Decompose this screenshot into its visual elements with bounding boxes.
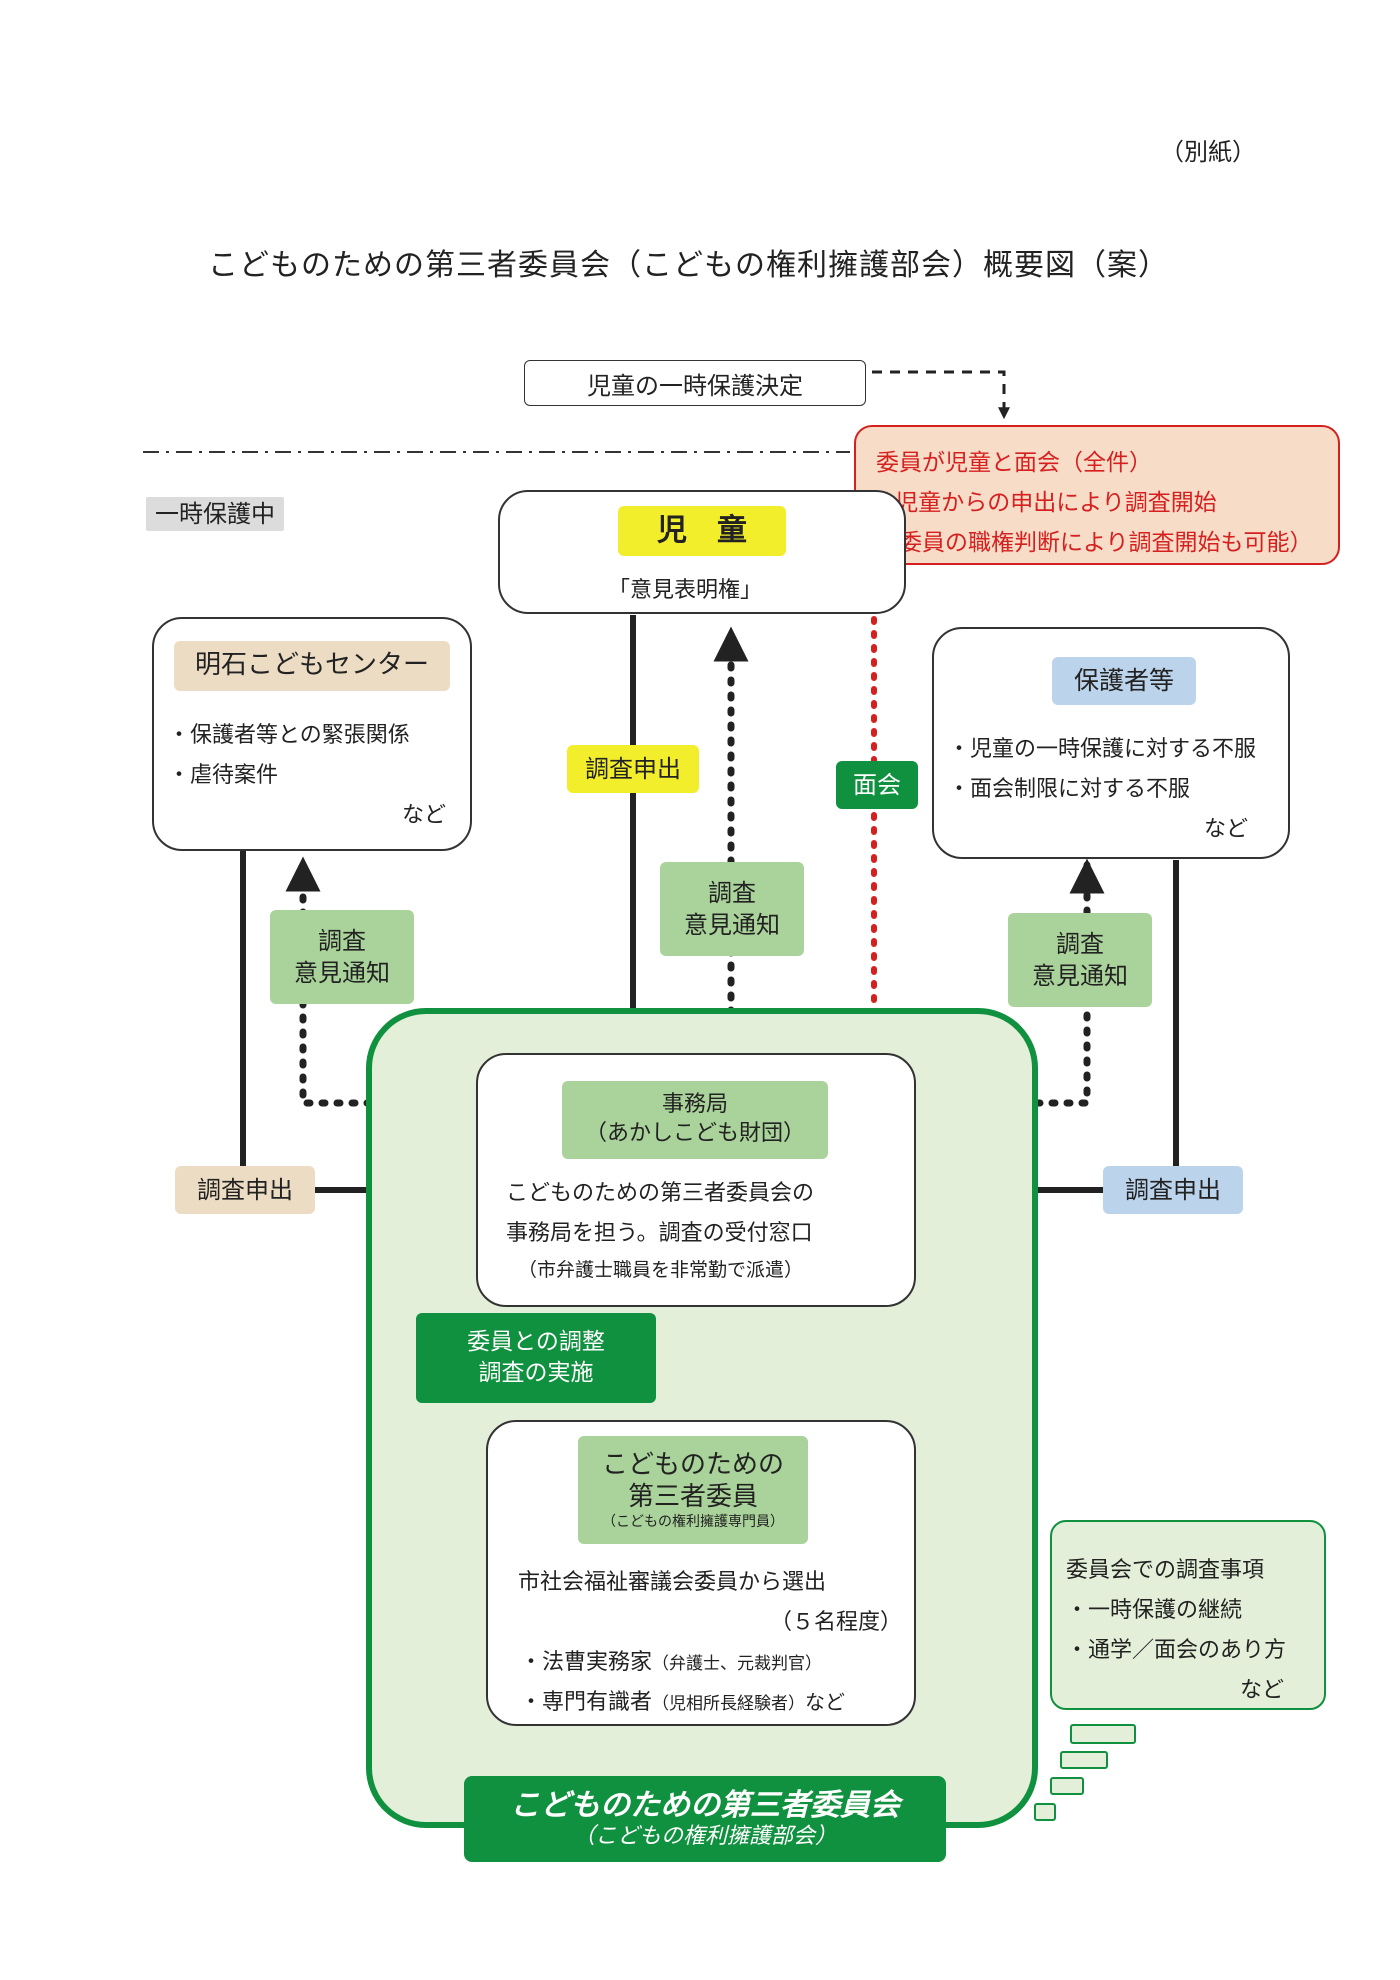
notice-right-label: 調査 意見通知 bbox=[1008, 913, 1152, 1007]
speech-tail-2 bbox=[1060, 1751, 1108, 1769]
akashi-center-title: 明石こどもセンター bbox=[174, 641, 450, 691]
decision-label: 児童の一時保護決定 bbox=[587, 371, 803, 400]
child-box: 児 童 「意見表明権」 bbox=[498, 490, 906, 614]
request-right-label: 調査申出 bbox=[1103, 1166, 1243, 1214]
decision-box: 児童の一時保護決定 bbox=[524, 360, 866, 406]
speech-tail-4 bbox=[1034, 1803, 1056, 1821]
meeting-box: 委員が児童と面会（全件） ※児童からの申出により調査開始 （委員の職権判断により… bbox=[854, 425, 1340, 565]
meeting-label: 面会 bbox=[836, 761, 918, 809]
notice-left-label: 調査 意見通知 bbox=[270, 910, 414, 1004]
page-title: こどものための第三者委員会（こどもの権利擁護部会）概要図（案） bbox=[208, 248, 1169, 283]
survey-items-box: 委員会での調査事項 ・一時保護の継続 ・通学／面会のあり方 など bbox=[1050, 1520, 1326, 1710]
guardians-box: 保護者等 ・児童の一時保護に対する不服 ・面会制限に対する不服 など bbox=[932, 627, 1290, 859]
secretariat-title: 事務局 （あかしこども財団） bbox=[562, 1081, 828, 1159]
annex-label: （別紙） bbox=[1160, 138, 1256, 166]
notice-center-label: 調査 意見通知 bbox=[660, 862, 804, 956]
members-box: こどものための 第三者委員 （こどもの権利擁護専門員） 市社会福祉審議会委員から… bbox=[486, 1420, 916, 1726]
members-title: こどものための 第三者委員 （こどもの権利擁護専門員） bbox=[578, 1436, 808, 1544]
request-child-label: 調査申出 bbox=[567, 745, 699, 793]
request-left-label: 調査申出 bbox=[175, 1166, 315, 1214]
coordination-label: 委員との調整 調査の実施 bbox=[416, 1313, 656, 1403]
committee-name: こどものための第三者委員会 （こどもの権利擁護部会） bbox=[464, 1776, 946, 1862]
child-title: 児 童 bbox=[618, 506, 786, 556]
guardians-title: 保護者等 bbox=[1052, 657, 1196, 705]
secretariat-box: 事務局 （あかしこども財団） こどものための第三者委員会の 事務局を担う。調査の… bbox=[476, 1053, 916, 1307]
zone-label: 一時保護中 bbox=[146, 497, 284, 531]
akashi-center-box: 明石こどもセンター ・保護者等との緊張関係 ・虐待案件 など bbox=[152, 617, 472, 851]
speech-tail-3 bbox=[1050, 1777, 1084, 1795]
speech-tail-1 bbox=[1070, 1724, 1136, 1744]
child-subtitle: 「意見表明権」 bbox=[608, 578, 763, 603]
